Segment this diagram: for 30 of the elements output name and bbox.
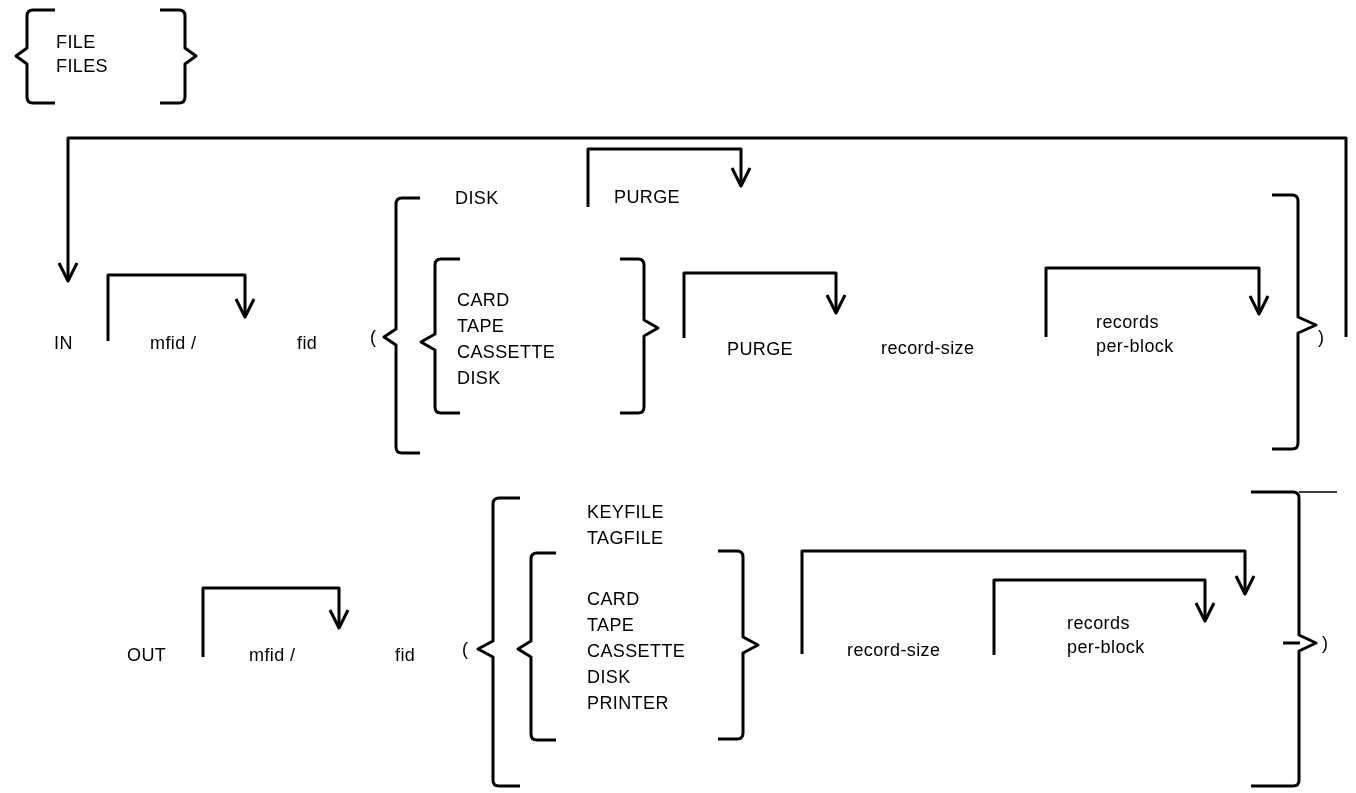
parenthesis-text: ( <box>370 326 377 348</box>
keyword-text: TAPE <box>587 614 635 636</box>
parameter-text: records per-block <box>1096 311 1175 358</box>
keyword-text: TAPE <box>457 315 505 337</box>
parameter-text: mfid / <box>249 644 296 666</box>
keyword-text: OUT <box>127 644 167 666</box>
parameter-text: mfid / <box>150 332 197 354</box>
keyword-text: DISK <box>457 367 501 389</box>
keyword-text: CARD <box>587 588 640 610</box>
keyword-text: CARD <box>457 289 510 311</box>
keyword-text: KEYFILE <box>587 501 664 523</box>
parameter-text: fid <box>297 332 318 354</box>
keyword-text: PURGE <box>727 338 793 360</box>
keyword-text: CASSETTE <box>457 341 556 363</box>
parameter-text: record-size <box>847 639 941 661</box>
parameter-text: records per-block <box>1067 612 1146 659</box>
keyword-text: PURGE <box>614 186 680 208</box>
parenthesis-text: ) <box>1322 632 1329 654</box>
parameter-text: record-size <box>881 337 975 359</box>
keyword-text: FILE <box>56 31 96 53</box>
keyword-text: PRINTER <box>587 692 669 714</box>
keyword-text: DISK <box>455 187 499 209</box>
parameter-text: fid <box>395 644 416 666</box>
keyword-text: DISK <box>587 666 631 688</box>
keyword-text: FILES <box>56 55 109 77</box>
parenthesis-text: ) <box>1318 326 1325 348</box>
parenthesis-text: ( <box>462 638 469 660</box>
keyword-text: IN <box>54 332 73 354</box>
keyword-text: TAGFILE <box>587 527 664 549</box>
keyword-text: CASSETTE <box>587 640 686 662</box>
